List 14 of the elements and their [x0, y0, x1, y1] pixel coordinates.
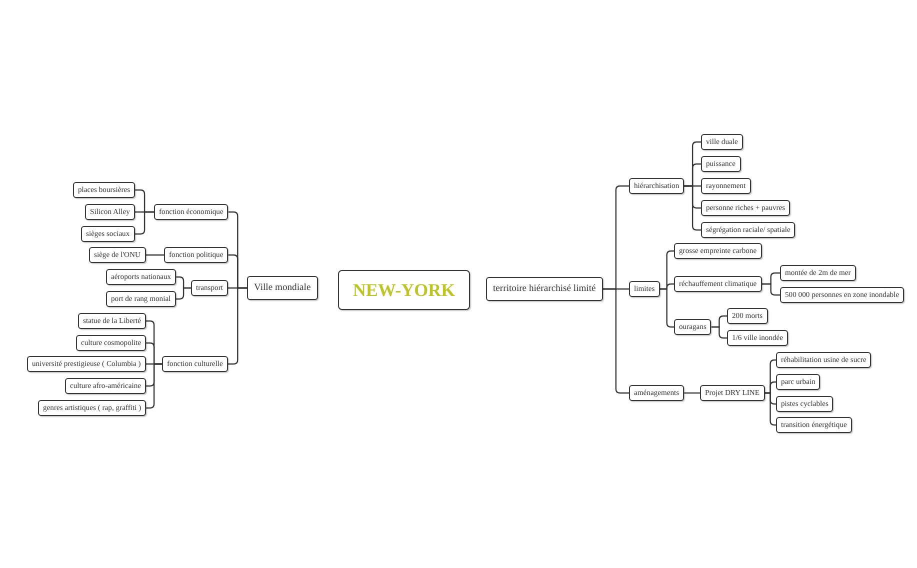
- connector-line: [228, 287, 247, 365]
- connector-line: [146, 254, 164, 256]
- connector-line: [711, 326, 727, 339]
- connector-line: [762, 283, 780, 296]
- connector-line: [684, 185, 701, 231]
- connector-line: [176, 287, 191, 300]
- connector-line: [146, 363, 162, 409]
- connector-line: [684, 392, 700, 394]
- connector-line: [764, 392, 776, 426]
- central-topic: NEW-YORK: [338, 270, 470, 310]
- main-topic: territoire hiérarchisé limité: [486, 277, 603, 301]
- connector-line: [134, 211, 154, 235]
- connector-line: [660, 288, 674, 328]
- main-topic: Ville mondiale: [247, 276, 318, 300]
